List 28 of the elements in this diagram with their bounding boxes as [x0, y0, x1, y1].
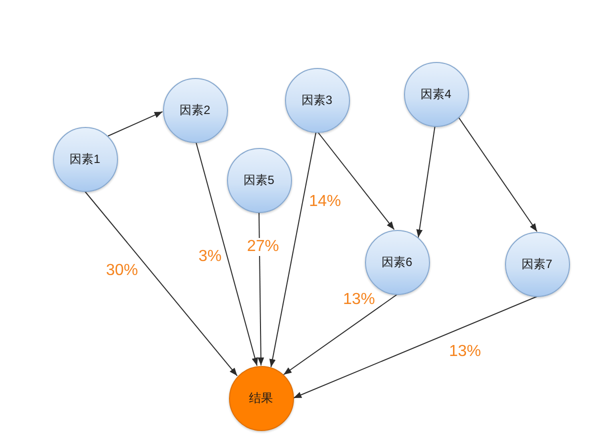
result-circle — [228, 366, 294, 430]
factor-circle — [364, 230, 430, 294]
arrow — [416, 126, 436, 238]
arrow — [458, 116, 538, 232]
factor-circle — [404, 62, 468, 126]
node-label: 因素5 — [244, 172, 274, 188]
node-label: 因素4 — [420, 86, 452, 102]
arrow — [283, 294, 398, 376]
factor-circle — [162, 78, 228, 142]
factor-circle — [226, 148, 292, 212]
arrow — [84, 191, 238, 376]
node-label: 因素7 — [522, 256, 552, 272]
node-label: 因素3 — [302, 92, 332, 108]
arrow — [318, 132, 395, 230]
edge-label: 27% — [246, 238, 280, 256]
node-label: 因素6 — [382, 254, 412, 270]
arrow — [293, 296, 538, 398]
factor-circle — [284, 68, 350, 132]
arrow — [258, 212, 264, 366]
node-label: 结果 — [249, 390, 273, 406]
arrow — [269, 132, 316, 368]
edge-label: 13% — [342, 291, 376, 309]
factor-circle — [52, 126, 118, 192]
node-label: 因素2 — [180, 102, 210, 118]
factor-circle — [504, 232, 570, 296]
node-label: 因素1 — [70, 150, 100, 168]
arrow — [108, 111, 163, 136]
arrow — [196, 142, 258, 366]
